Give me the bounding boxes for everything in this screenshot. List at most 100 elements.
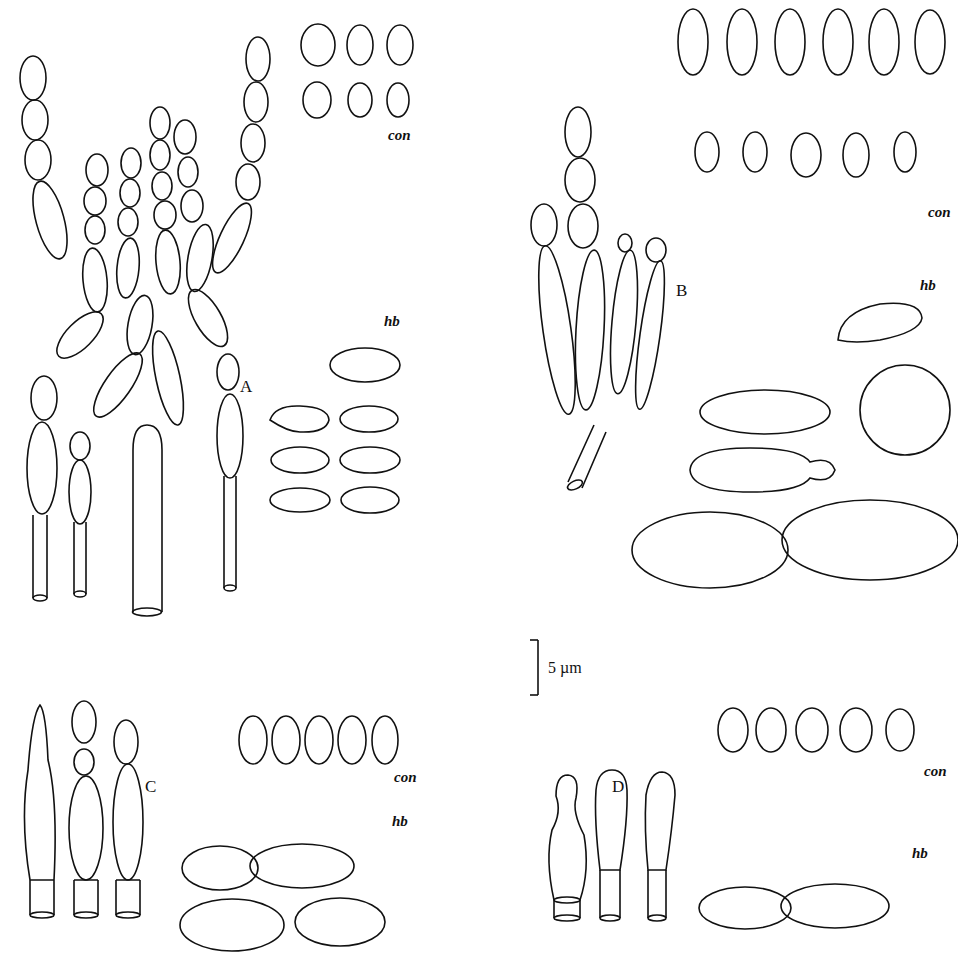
conidium-chain-outline — [236, 164, 260, 200]
conidium-chain-outline — [568, 204, 598, 248]
conidium-outline — [678, 9, 708, 75]
panel-letter: C — [145, 778, 156, 795]
phialide-outline — [69, 460, 91, 524]
conidiophore-outline — [181, 284, 236, 352]
hyphal-body — [180, 844, 385, 951]
conidium-outline — [756, 708, 786, 752]
conidiophore-outline — [630, 259, 671, 410]
conidium-chain-outline — [646, 238, 666, 262]
conidiophore-outline — [153, 229, 182, 295]
hyphal-body-outline — [271, 447, 329, 473]
conidium — [678, 9, 945, 177]
conidium-outline — [791, 133, 821, 177]
conidium-chain — [531, 107, 666, 262]
scale-bar — [530, 640, 538, 695]
phialide-outline — [600, 915, 620, 921]
conidiophore-outline — [568, 425, 606, 488]
conidium-outline — [272, 716, 300, 764]
phialide-outline — [24, 705, 55, 880]
panel-letter: B — [676, 282, 687, 299]
conidiophore-outline — [114, 237, 141, 299]
conidium-chain-outline — [565, 107, 591, 157]
phialide-outline — [217, 354, 239, 390]
conidium-chain-outline — [531, 204, 557, 246]
conidium-chain-outline — [22, 100, 48, 140]
phialide-outline — [74, 880, 98, 915]
conidium-chain-outline — [118, 208, 138, 236]
phialide-outline — [116, 880, 140, 915]
hyphal-body-outline — [295, 898, 385, 946]
phialide-outline — [72, 701, 96, 743]
part-abbreviation: con — [394, 770, 417, 785]
conidium-chain-outline — [178, 157, 198, 187]
conidium-chain — [20, 37, 270, 244]
conidium-outline — [305, 716, 333, 764]
conidium-outline — [840, 708, 872, 752]
conidium-chain-outline — [84, 187, 106, 215]
scale-label: 5 µm — [548, 660, 582, 676]
hyphal-body-outline — [341, 487, 399, 513]
conidium-outline — [915, 10, 945, 74]
conidiophore-outline — [566, 478, 584, 492]
conidium-chain-outline — [85, 216, 105, 244]
conidiophore-outline — [133, 425, 162, 612]
phialide-outline — [30, 912, 54, 918]
phialide-outline — [74, 522, 86, 594]
conidium-outline — [775, 9, 805, 75]
phialide-outline — [596, 770, 628, 870]
part-abbreviation: con — [928, 205, 951, 220]
conidiophore-outline — [572, 249, 608, 410]
phialide — [549, 770, 675, 921]
phialide-outline — [648, 915, 666, 921]
conidiophore-outline — [133, 608, 162, 616]
phialide-outline — [554, 897, 580, 903]
conidium-outline — [348, 83, 372, 117]
conidium-outline — [239, 716, 267, 764]
hyphal-body — [270, 348, 400, 513]
part-abbreviation: con — [924, 764, 947, 779]
conidium-outline — [869, 9, 899, 75]
conidium-chain-outline — [246, 37, 270, 81]
conidium-outline — [894, 132, 916, 172]
conidiophore-outline — [531, 244, 582, 416]
hyphal-body-outline — [180, 899, 284, 951]
phialide-outline — [645, 772, 675, 870]
conidiophore-outline — [80, 247, 109, 313]
conidiophore-outline — [86, 346, 151, 423]
phialide — [27, 354, 243, 601]
hyphal-body-outline — [270, 488, 330, 512]
panel-letter: A — [240, 378, 252, 395]
conidium-outline — [843, 133, 869, 177]
phialide-outline — [74, 749, 94, 775]
hyphal-body-outline — [838, 303, 922, 342]
phialide-outline — [74, 591, 86, 597]
conidium-chain-outline — [241, 124, 265, 162]
scale-bar-outline — [530, 639, 538, 641]
part-abbreviation: hb — [920, 278, 936, 293]
conidium-outline — [695, 132, 719, 172]
hyphal-body-outline — [340, 447, 400, 473]
conidium — [718, 708, 914, 752]
hyphal-body — [632, 303, 958, 588]
conidiophore-outline — [146, 329, 189, 428]
conidium-chain-outline — [244, 82, 268, 122]
phialide-outline — [217, 394, 243, 478]
conidium-chain-outline — [120, 179, 140, 207]
phialide-outline — [549, 775, 586, 900]
conidium-outline — [823, 9, 853, 75]
phialide-outline — [648, 870, 666, 918]
conidiophore-outline — [50, 305, 111, 366]
phialide-outline — [114, 720, 138, 764]
phialide-outline — [113, 764, 143, 880]
hyphal-body-outline — [250, 844, 354, 888]
part-abbreviation: hb — [912, 846, 928, 861]
conidium-chain-outline — [121, 148, 141, 178]
hyphal-body-outline — [699, 887, 791, 929]
conidium-chain-outline — [152, 172, 172, 200]
hyphal-body-outline — [632, 512, 788, 588]
phialide-outline — [554, 915, 580, 921]
conidium-chain-outline — [25, 140, 51, 180]
conidium-chain-outline — [150, 107, 170, 139]
conidium-outline — [743, 132, 767, 172]
